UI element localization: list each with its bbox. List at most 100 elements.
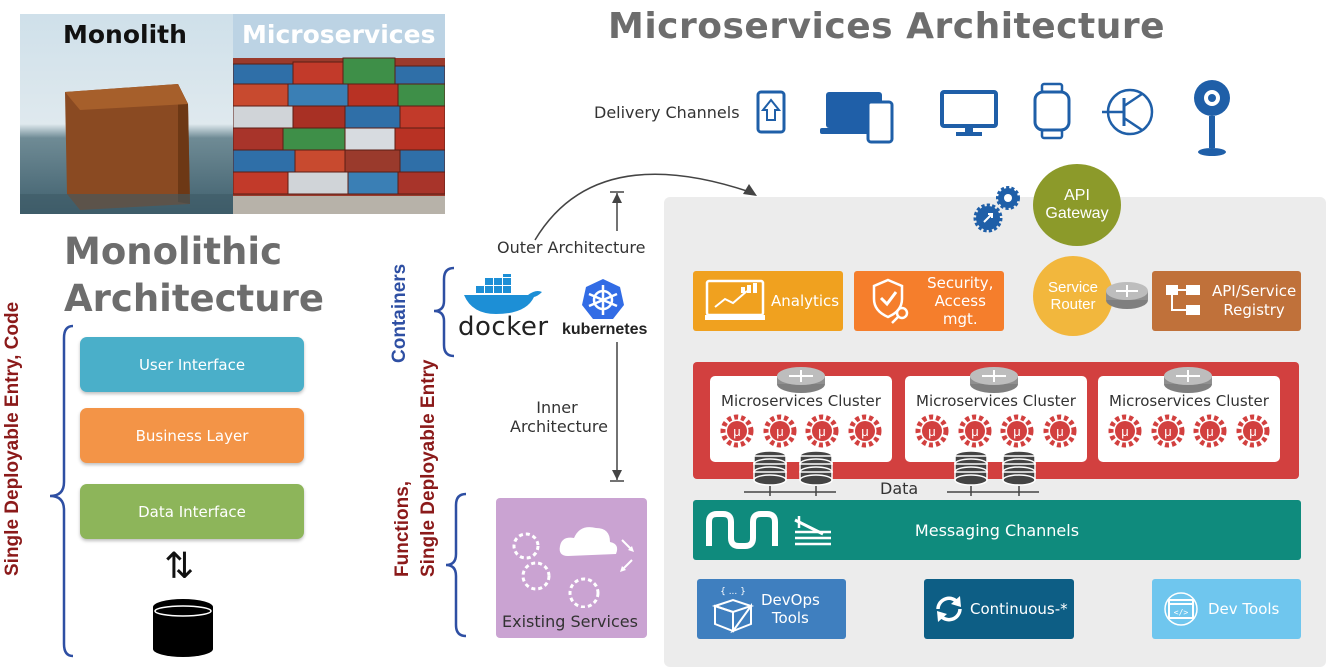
analytics-tile: Analytics bbox=[693, 271, 843, 331]
mu-symbol: μ bbox=[733, 424, 741, 439]
outer-architecture-label: Outer Architecture bbox=[497, 238, 646, 257]
delivery-channels-label: Delivery Channels bbox=[594, 103, 740, 122]
security-line2: Access mgt. bbox=[934, 292, 986, 328]
microservices-architecture-title: Microservices Architecture bbox=[608, 6, 1166, 47]
api-service-registry-tile: API/Service Registry bbox=[1152, 271, 1301, 331]
microservice-gear-icon: μ bbox=[1108, 414, 1142, 448]
functions-line2: Single Deployable Entry bbox=[418, 359, 439, 578]
microservice-gear-icon: μ bbox=[1043, 414, 1077, 448]
microservices-cluster-2: Microservices Cluster μ μ μ μ bbox=[905, 376, 1087, 462]
microservice-gear-icon: μ bbox=[915, 414, 949, 448]
registry-label: API/Service Registry bbox=[1212, 282, 1296, 320]
messaging-pipes-icon bbox=[706, 511, 831, 549]
security-line1: Security, bbox=[927, 274, 994, 292]
inner-architecture-line1: Inner bbox=[536, 398, 578, 417]
devops-label: DevOps Tools bbox=[761, 591, 820, 627]
cluster-2-router-icon bbox=[970, 367, 1018, 393]
desktop-monitor-icon bbox=[940, 90, 998, 136]
data-stores-right bbox=[947, 450, 1039, 496]
api-gateway: API Gateway bbox=[1033, 164, 1121, 246]
inner-architecture-label: Inner Architecture bbox=[510, 398, 608, 436]
docker-whale-icon bbox=[464, 274, 542, 314]
microservice-gear-icon: μ bbox=[1236, 414, 1270, 448]
shield-key-icon bbox=[872, 278, 909, 324]
inner-architecture-arrow bbox=[610, 342, 624, 482]
data-label: Data bbox=[880, 479, 919, 498]
existing-services-icons bbox=[512, 527, 634, 608]
containers-stack-image bbox=[233, 57, 445, 214]
monolith-photo-label: Monolith bbox=[63, 20, 187, 49]
microservice-gear-icon: μ bbox=[1000, 414, 1034, 448]
devops-box-icon: { ... } bbox=[711, 587, 755, 634]
messaging-channels-label: Messaging Channels bbox=[914, 520, 1080, 540]
svg-text:</>: </> bbox=[1174, 608, 1189, 617]
registry-hierarchy-icon bbox=[1166, 285, 1200, 315]
mu-symbol: μ bbox=[776, 424, 784, 439]
messaging-channels-tile: Messaging Channels bbox=[693, 500, 1301, 560]
router-icon bbox=[1106, 282, 1148, 309]
laptop-phone-icon bbox=[820, 92, 894, 144]
monolithic-side-label: Single Deployable Entry, Code bbox=[2, 301, 23, 576]
functions-brace bbox=[445, 492, 467, 638]
mu-symbol: μ bbox=[1207, 424, 1215, 439]
monolith-cube-image bbox=[20, 84, 233, 214]
analytics-chart-icon bbox=[705, 279, 765, 320]
data-interface-layer: Data Interface bbox=[80, 484, 304, 539]
devops-braces-text: { ... } bbox=[720, 587, 746, 597]
cluster-2-title: Microservices Cluster bbox=[916, 392, 1076, 410]
functions-line1: Functions, bbox=[392, 480, 413, 577]
devops-tools-tile: { ... } DevOps Tools bbox=[697, 579, 846, 639]
service-router-line2: Router bbox=[1050, 296, 1096, 313]
monolithic-title-line1: Monolithic bbox=[64, 230, 283, 273]
security-tile: Security, Access mgt. bbox=[854, 271, 1004, 331]
mu-symbol: μ bbox=[928, 424, 936, 439]
mu-symbol: μ bbox=[819, 424, 827, 439]
existing-services-box: Existing Services bbox=[496, 498, 647, 638]
dev-tools-label: Dev Tools bbox=[1208, 600, 1280, 618]
continuous-tile: Continuous-* bbox=[924, 579, 1074, 639]
monolith-photo: Monolith bbox=[20, 14, 233, 214]
security-label: Security, Access mgt. bbox=[917, 274, 1005, 328]
cluster-3-router-icon bbox=[1164, 367, 1212, 393]
monolith-brace bbox=[49, 324, 74, 658]
cluster-3-services: μ μ μ μ bbox=[1106, 412, 1272, 452]
business-layer-label: Business Layer bbox=[135, 426, 249, 445]
api-gateway-line1: API bbox=[1064, 187, 1090, 204]
user-interface-label: User Interface bbox=[138, 355, 246, 374]
mu-symbol: μ bbox=[1014, 424, 1022, 439]
mu-symbol: μ bbox=[971, 424, 979, 439]
mu-symbol: μ bbox=[1121, 424, 1129, 439]
smartwatch-icon bbox=[1033, 82, 1071, 140]
gears-icon bbox=[973, 186, 1020, 233]
registry-line1: API/Service bbox=[1212, 282, 1297, 300]
kubernetes-helm-icon bbox=[582, 279, 624, 319]
continuous-label: Continuous-* bbox=[970, 600, 1068, 618]
existing-services-label: Existing Services bbox=[502, 612, 638, 631]
monolithic-title: Monolithic Architecture bbox=[64, 228, 324, 322]
docker-label: docker bbox=[458, 312, 549, 342]
analytics-label: Analytics bbox=[771, 292, 840, 310]
service-router-line1: Service bbox=[1047, 279, 1099, 296]
data-stores-left bbox=[744, 450, 836, 496]
kubernetes-label: kubernetes bbox=[562, 321, 648, 338]
cluster-1-title: Microservices Cluster bbox=[721, 392, 881, 410]
refresh-cycle-icon bbox=[936, 596, 962, 622]
monolithic-title-line2: Architecture bbox=[64, 277, 324, 320]
functions-label: Functions, Single Deployable Entry bbox=[390, 360, 442, 578]
code-window-icon: </> bbox=[1164, 592, 1198, 626]
mu-symbol: μ bbox=[1164, 424, 1172, 439]
microservices-photo: Microservices bbox=[233, 14, 445, 214]
microservice-gear-icon: μ bbox=[848, 414, 882, 448]
microservices-photo-label: Microservices bbox=[242, 20, 436, 49]
up-down-arrows-icon: ⇅ bbox=[164, 546, 195, 587]
microservice-gear-icon: μ bbox=[1151, 414, 1185, 448]
microservice-gear-icon: μ bbox=[763, 414, 797, 448]
iot-sensor-icon bbox=[1102, 88, 1154, 136]
service-router: Service Router bbox=[1033, 256, 1113, 336]
cluster-2-services: μ μ μ μ bbox=[913, 412, 1079, 452]
mu-symbol: μ bbox=[861, 424, 869, 439]
dev-tools-tile: </> Dev Tools bbox=[1152, 579, 1301, 639]
cluster-1-services: μ μ μ μ bbox=[718, 412, 884, 452]
microservice-gear-icon: μ bbox=[720, 414, 754, 448]
devops-line2: Tools bbox=[771, 609, 809, 627]
